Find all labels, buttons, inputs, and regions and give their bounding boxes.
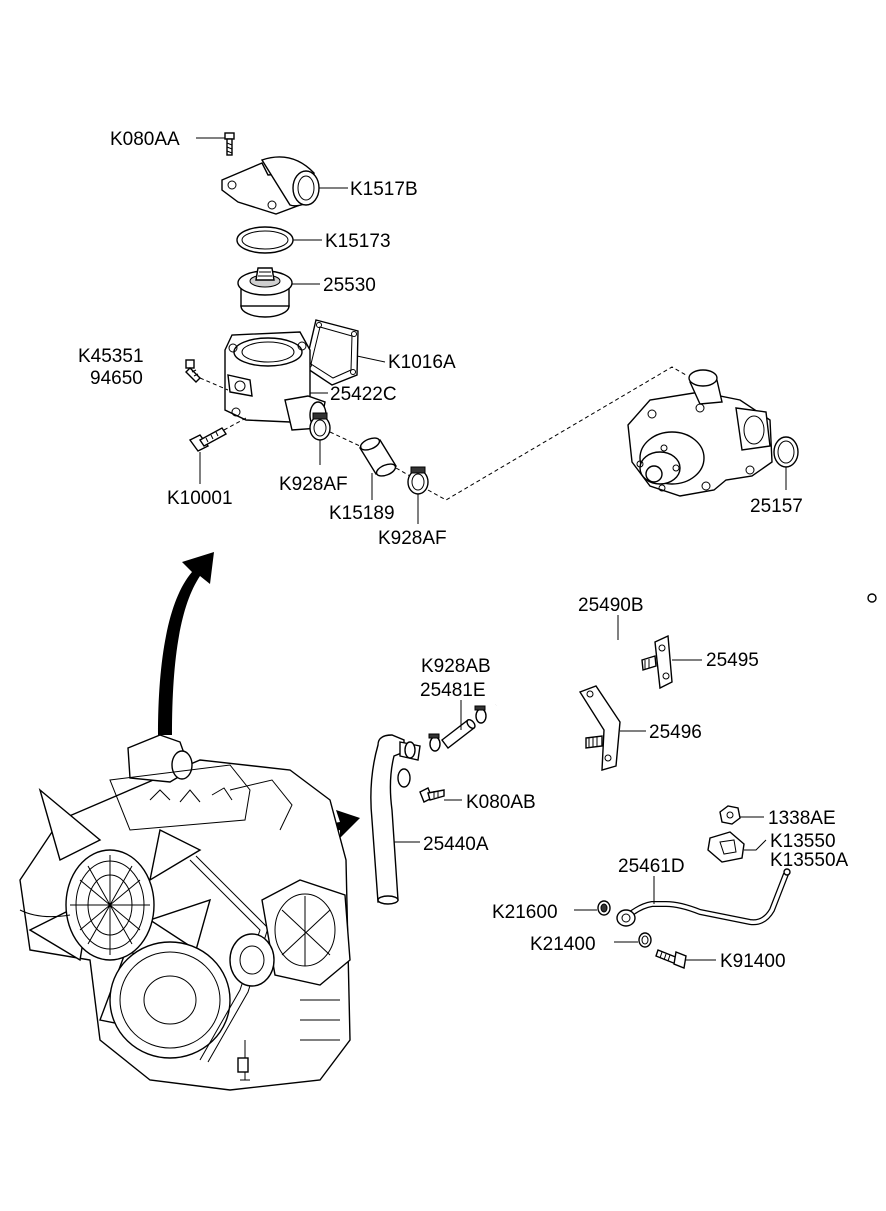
label-25490b[interactable]: 25490B [578, 595, 644, 616]
k928af-clamp-1[interactable] [309, 412, 331, 441]
label-k10001[interactable]: K10001 [167, 488, 233, 509]
k928ab-clamps[interactable] [428, 705, 487, 752]
k15173-gasket[interactable] [236, 226, 294, 254]
label-25496[interactable]: 25496 [649, 722, 702, 743]
k1016a-gasket[interactable] [304, 319, 359, 386]
label-k21400[interactable]: K21400 [530, 934, 596, 955]
label-k91400[interactable]: K91400 [720, 951, 786, 972]
k080ab-bolt[interactable] [419, 787, 445, 803]
label-25530[interactable]: 25530 [323, 275, 376, 296]
label-94650[interactable]: 94650 [90, 368, 143, 389]
washer-k21600[interactable] [597, 900, 611, 916]
label-k13550[interactable]: K13550 [770, 831, 836, 852]
label-k45351[interactable]: K45351 [78, 346, 144, 367]
k1517b-water-outlet[interactable] [221, 156, 320, 215]
label-k15173[interactable]: K15173 [325, 231, 391, 252]
thermostat-25530[interactable] [237, 267, 293, 318]
label-k928ab[interactable]: K928AB [421, 656, 491, 677]
nut-1338ae[interactable] [719, 805, 741, 825]
hose-25481e[interactable] [441, 718, 477, 749]
gasket-25157[interactable] [773, 436, 799, 468]
label-k21600[interactable]: K21600 [492, 902, 558, 923]
engine-illustration [19, 734, 351, 1091]
curved-arrow-up-icon [158, 552, 214, 735]
label-k1016a[interactable]: K1016A [388, 352, 456, 373]
label-k15189[interactable]: K15189 [329, 503, 395, 524]
part-labels: K080AA K1517B K15173 25530 K45351 94650 … [78, 129, 849, 972]
k15189-hose[interactable] [358, 436, 398, 479]
label-1338ae[interactable]: 1338AE [768, 808, 836, 829]
bracket-25496[interactable] [578, 685, 621, 771]
label-k928af-1[interactable]: K928AF [279, 474, 348, 495]
label-25157[interactable]: 25157 [750, 496, 803, 517]
bracket-25495[interactable] [641, 634, 673, 690]
label-k928af-2[interactable]: K928AF [378, 528, 447, 549]
k080aa-bolt[interactable] [224, 132, 235, 156]
pipe-25490b[interactable] [495, 568, 877, 707]
label-k13550a[interactable]: K13550A [770, 850, 849, 871]
label-k080aa[interactable]: K080AA [110, 129, 180, 150]
label-25422c[interactable]: 25422C [330, 384, 397, 405]
label-25495[interactable]: 25495 [706, 650, 759, 671]
sensor-k45351[interactable] [185, 359, 201, 383]
washer-k21400[interactable] [638, 932, 652, 948]
label-25440a[interactable]: 25440A [423, 834, 489, 855]
label-25461d[interactable]: 25461D [618, 856, 685, 877]
bolt-k91400[interactable] [655, 949, 687, 969]
pipe-25461d[interactable] [616, 868, 791, 927]
clip-k13550[interactable] [707, 831, 745, 863]
water-pump[interactable] [627, 369, 773, 497]
k10001-bolt[interactable] [188, 427, 228, 452]
label-25481e[interactable]: 25481E [420, 680, 486, 701]
label-k080ab[interactable]: K080AB [466, 792, 536, 813]
label-k1517b[interactable]: K1517B [350, 179, 418, 200]
k928af-clamp-2[interactable] [407, 466, 429, 495]
hose-25440a[interactable] [370, 734, 421, 905]
